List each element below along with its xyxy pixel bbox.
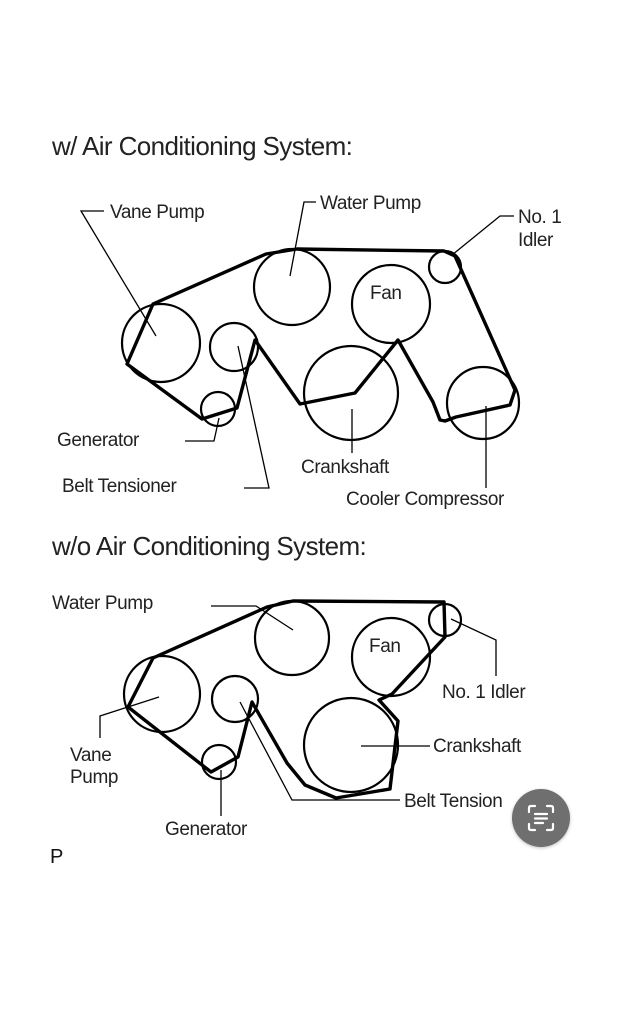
label-generator: Generator xyxy=(57,430,140,451)
leader-generator xyxy=(185,417,220,442)
leader-vane-pump xyxy=(99,696,160,738)
cooler-compressor-pulley xyxy=(445,365,521,441)
leader-idler xyxy=(451,215,514,256)
label-idler-line1: No. 1 xyxy=(518,207,561,228)
fan-pulley xyxy=(350,263,432,345)
leader-belt-tensioner xyxy=(239,701,400,801)
label-cooler-compressor: Cooler Compressor xyxy=(346,489,505,510)
figure-mark: P xyxy=(50,846,63,868)
crankshaft-pulley xyxy=(302,696,400,794)
diagram-with-ac: w/ Air Conditioning System: Vane Pump Wa… xyxy=(51,131,562,510)
label-belt-tensioner: Belt Tensioner xyxy=(62,476,178,497)
fan-pulley xyxy=(350,616,432,698)
label-vane-pump: Vane Pump xyxy=(110,202,204,223)
leader-idler xyxy=(450,618,497,676)
leader-water-pump xyxy=(211,605,294,631)
vane-pump-pulley xyxy=(122,654,202,734)
idler-pulley xyxy=(427,602,463,638)
drive-belt xyxy=(125,247,517,423)
water-pump-pulley xyxy=(252,247,332,327)
label-fan: Fan xyxy=(369,636,401,657)
label-fan: Fan xyxy=(370,283,402,304)
label-idler-line2: Idler xyxy=(518,230,554,251)
belt-tensioner-pulley xyxy=(210,674,260,724)
label-crankshaft: Crankshaft xyxy=(433,736,522,757)
generator-pulley xyxy=(200,743,238,781)
label-crankshaft: Crankshaft xyxy=(301,457,390,478)
belt-tensioner-pulley xyxy=(208,321,260,373)
lens-scan-icon xyxy=(527,804,555,832)
drive-belt xyxy=(126,599,447,800)
label-vane-line1: Vane xyxy=(70,745,111,766)
label-generator: Generator xyxy=(165,819,248,840)
leader-belt-tensioner xyxy=(237,345,270,489)
leader-water-pump xyxy=(289,201,316,277)
diagram-without-ac: w/o Air Conditioning System: Water Pump … xyxy=(51,531,527,840)
heading-with-ac: w/ Air Conditioning System: xyxy=(51,131,352,161)
crankshaft-pulley xyxy=(302,344,400,442)
heading-without-ac: w/o Air Conditioning System: xyxy=(51,531,366,561)
label-vane-line2: Pump xyxy=(70,767,118,788)
label-idler: No. 1 Idler xyxy=(442,682,526,703)
label-water-pump: Water Pump xyxy=(52,593,153,614)
idler-pulley xyxy=(427,249,463,285)
label-water-pump: Water Pump xyxy=(320,193,421,214)
label-belt-tensioner: Belt Tension xyxy=(404,791,502,812)
water-pump-pulley xyxy=(253,599,331,677)
leader-vane-pump xyxy=(79,210,157,337)
vane-pump-pulley xyxy=(120,302,202,384)
generator-pulley xyxy=(199,390,237,428)
lens-scan-button[interactable] xyxy=(512,789,570,847)
